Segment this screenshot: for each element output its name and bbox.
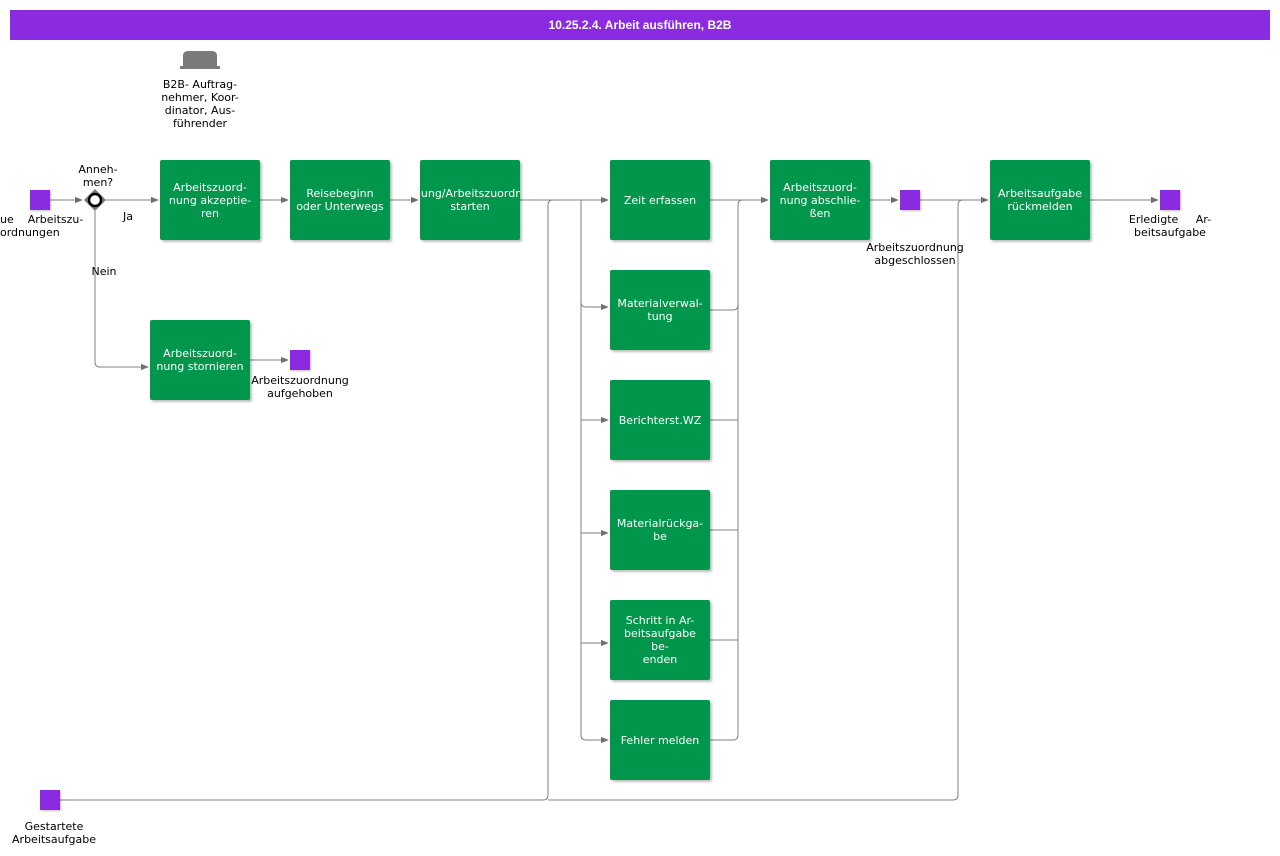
flow-return-merge: [710, 420, 739, 531]
event-cancelled-label: Arbeitszuordnung aufgehoben: [251, 374, 349, 400]
task-material-management[interactable]: Materialverwal- tung: [610, 270, 710, 350]
role-hat-icon: [180, 51, 220, 69]
gateway-accept-icon[interactable]: [84, 189, 106, 211]
flow-branch-report: [580, 300, 609, 424]
gateway-yes-label: Ja: [123, 210, 133, 223]
task-report-error[interactable]: Fehler melden: [610, 700, 710, 780]
event-closed-label: Arbeitszuordnung abgeschlossen: [866, 241, 964, 267]
event-assignment-cancelled[interactable]: [290, 350, 310, 370]
start-event-new-assignments[interactable]: [30, 190, 50, 210]
flow-gateway-no: [94, 211, 149, 371]
flow-material-merge: [710, 199, 744, 311]
task-report-back[interactable]: Arbeitsaufgabe rückmelden: [990, 160, 1090, 240]
flow-branch-error: [580, 640, 609, 744]
flow-branch-return: [580, 420, 609, 537]
start-event-label: ue Arbeitszu- ordnungen: [0, 213, 84, 239]
gateway-no-label: Nein: [91, 265, 117, 278]
start-event-started-label: Gestartete Arbeitsaufgabe: [12, 820, 96, 846]
end-event-label: Erledigte Ar- beitsaufgabe: [1128, 213, 1212, 239]
task-material-return[interactable]: Materialrückga- be: [610, 490, 710, 570]
task-start-assignment[interactable]: lung/Arbeitszuordn starten: [420, 160, 520, 240]
flow-step-merge: [710, 530, 739, 641]
flow-branch-material: [580, 200, 609, 311]
flow-report-merge: [710, 300, 739, 421]
task-record-time[interactable]: Zeit erfassen: [610, 160, 710, 240]
task-close-assignment[interactable]: Arbeitszuord- nung abschlie- ßen: [770, 160, 870, 240]
diagram-title: 10.25.2.4. Arbeit ausführen, B2B: [548, 18, 732, 32]
role-label: B2B- Auftrag- nehmer, Koor- dinator, Aus…: [161, 78, 239, 130]
flow-branch-step: [580, 530, 609, 647]
start-event-task-started[interactable]: [40, 790, 60, 810]
task-report-creation[interactable]: Berichterst.WZ: [610, 380, 710, 460]
task-travel-start[interactable]: Reisebeginn oder Unterwegs: [290, 160, 390, 240]
flow-started-merge: [60, 199, 554, 801]
gateway-label: Anneh- men?: [78, 163, 118, 189]
event-assignment-closed[interactable]: [900, 190, 920, 210]
flow-started-to-feedback: [548, 199, 964, 801]
diagram-title-bar: 10.25.2.4. Arbeit ausführen, B2B: [10, 10, 1270, 40]
task-finish-step[interactable]: Schritt in Ar- beitsaufgabe be- enden: [610, 600, 710, 680]
task-cancel-assignment[interactable]: Arbeitszuord- nung stornieren: [150, 320, 250, 400]
flow-error-merge: [710, 640, 739, 741]
task-accept-assignment[interactable]: Arbeitszuord- nung akzeptie- ren: [160, 160, 260, 240]
end-event-task-done[interactable]: [1160, 190, 1180, 210]
